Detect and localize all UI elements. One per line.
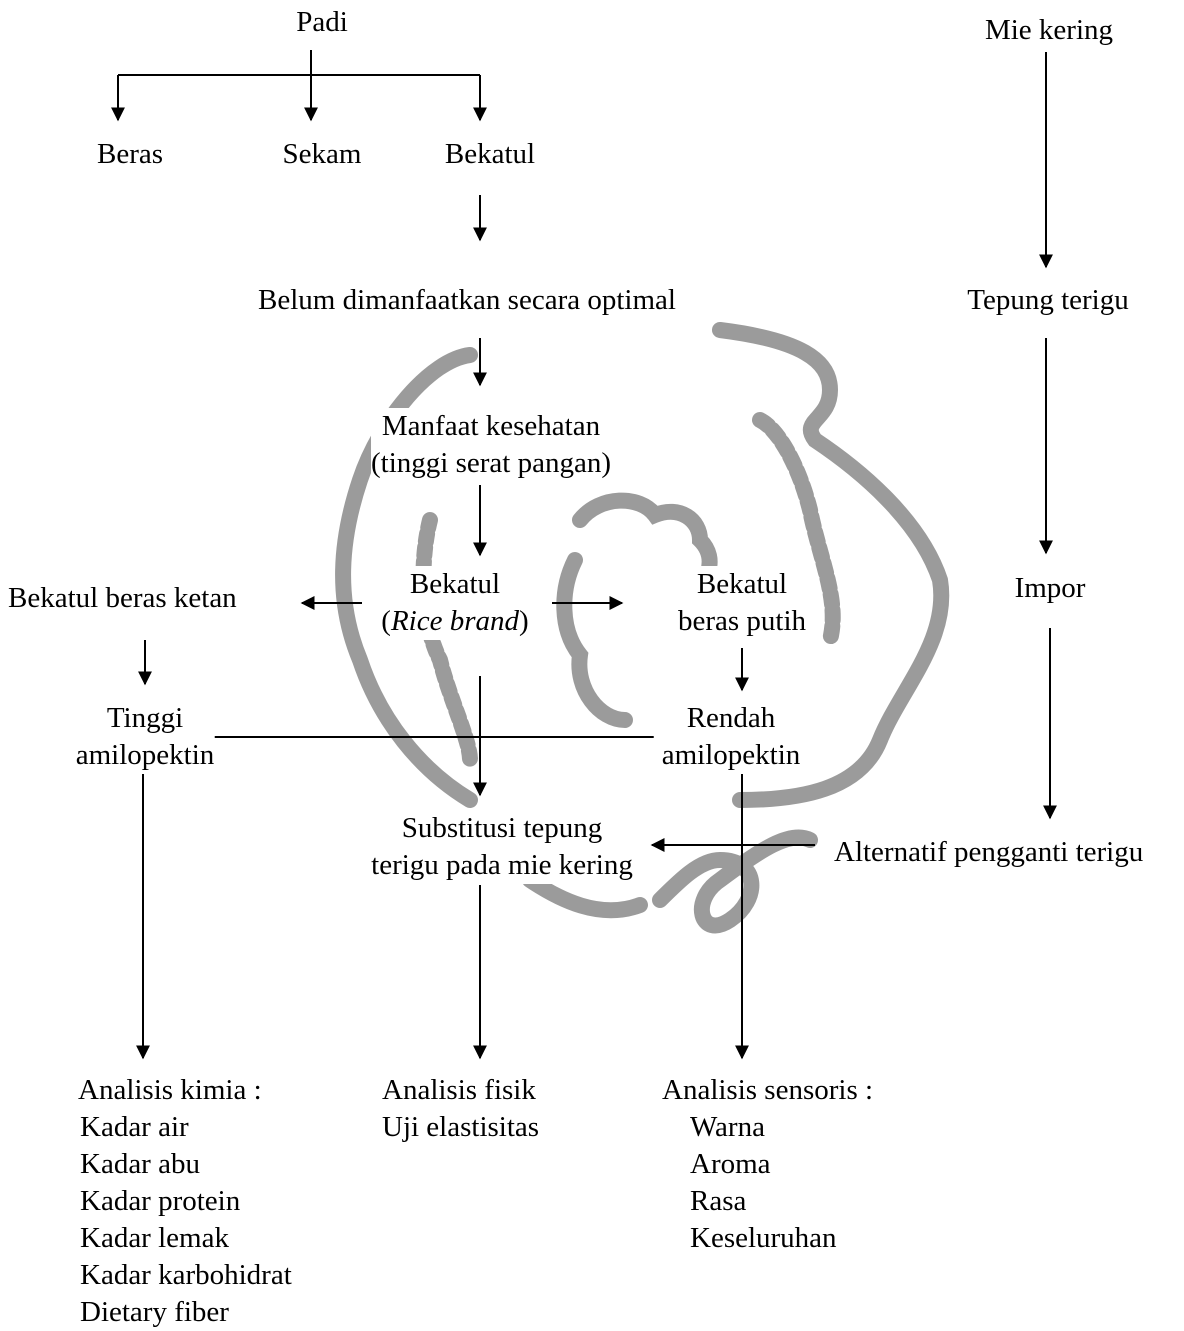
rice-brand-italic: Rice brand: [391, 605, 519, 637]
kimia-item: Dietary fiber: [78, 1294, 292, 1331]
putih-line-1: Bekatul: [678, 566, 806, 603]
analysis-sensoris-title: Analisis sensoris :: [662, 1072, 873, 1109]
tinggi-line-1: Tinggi: [76, 700, 215, 737]
substitusi-line-2: terigu pada mie kering: [371, 847, 633, 884]
node-bekatul-rice-brand: Bekatul (Rice brand): [373, 566, 536, 640]
paren-open: (: [381, 605, 391, 637]
sensoris-item: Aroma: [662, 1146, 873, 1183]
analysis-kimia-title: Analisis kimia :: [78, 1072, 292, 1109]
bekatul-center-line-1: Bekatul: [381, 566, 528, 603]
kimia-item: Kadar air: [78, 1109, 292, 1146]
manfaat-line-2: (tinggi serat pangan): [371, 445, 611, 482]
tinggi-line-2: amilopektin: [76, 737, 215, 774]
rendah-line-2: amilopektin: [662, 737, 801, 774]
node-impor: Impor: [1015, 570, 1086, 607]
node-alternatif-pengganti-terigu: Alternatif pengganti terigu: [834, 834, 1143, 871]
node-tinggi-amilopektin: Tinggi amilopektin: [76, 700, 215, 774]
kimia-item: Kadar protein: [78, 1183, 292, 1220]
node-padi: Padi: [296, 4, 348, 41]
node-bekatul-top: Bekatul: [445, 136, 535, 173]
rendah-line-1: Rendah: [662, 700, 801, 737]
putih-line-2: beras putih: [678, 603, 806, 640]
kimia-item: Kadar abu: [78, 1146, 292, 1183]
kimia-item: Kadar karbohidrat: [78, 1257, 292, 1294]
manfaat-line-1: Manfaat kesehatan: [371, 408, 611, 445]
kimia-item: Kadar lemak: [78, 1220, 292, 1257]
analysis-fisik-title: Analisis fisik: [382, 1072, 539, 1109]
node-bekatul-beras-putih: Bekatul beras putih: [672, 566, 812, 640]
bekatul-center-line-2: (Rice brand): [381, 603, 528, 640]
fisik-item: Uji elastisitas: [382, 1109, 539, 1146]
sensoris-item: Keseluruhan: [662, 1220, 873, 1257]
analysis-kimia: Analisis kimia : Kadar air Kadar abu Kad…: [78, 1072, 292, 1331]
node-manfaat-kesehatan: Manfaat kesehatan (tinggi serat pangan): [371, 408, 611, 482]
node-tepung-terigu: Tepung terigu: [967, 282, 1128, 319]
analysis-sensoris: Analisis sensoris : Warna Aroma Rasa Kes…: [662, 1072, 873, 1257]
node-rendah-amilopektin: Rendah amilopektin: [654, 700, 809, 774]
sensoris-item: Rasa: [662, 1183, 873, 1220]
sensoris-item: Warna: [662, 1109, 873, 1146]
node-bekatul-beras-ketan: Bekatul beras ketan: [8, 580, 237, 617]
node-mie-kering: Mie kering: [985, 12, 1113, 49]
node-belum-dimanfaatkan: Belum dimanfaatkan secara optimal: [258, 282, 676, 319]
node-beras: Beras: [97, 136, 163, 173]
substitusi-line-1: Substitusi tepung: [371, 810, 633, 847]
node-sekam: Sekam: [283, 136, 362, 173]
paren-close: ): [519, 605, 529, 637]
node-substitusi-tepung: Substitusi tepung terigu pada mie kering: [365, 810, 639, 884]
analysis-fisik: Analisis fisik Uji elastisitas: [382, 1072, 539, 1146]
